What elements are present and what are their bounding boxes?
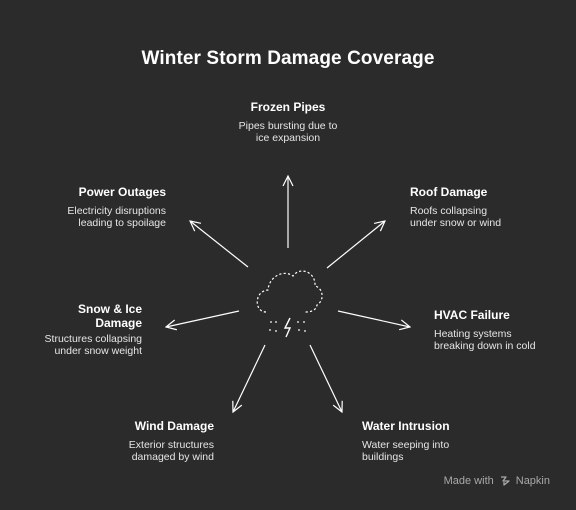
node-title: HVAC Failure bbox=[434, 308, 510, 322]
footer-attribution[interactable]: Made with Napkin bbox=[444, 475, 550, 487]
node-water-intrusion: Water Intrusion Water seeping into build… bbox=[362, 419, 472, 463]
node-title: Wind Damage bbox=[134, 419, 214, 433]
node-description: Electricity disruptions leading to spoil… bbox=[67, 205, 166, 229]
arrow-wind-damage bbox=[233, 344, 266, 412]
napkin-logo-icon bbox=[500, 476, 510, 486]
node-description: Pipes bursting due to ice expansion bbox=[238, 120, 338, 144]
node-description: Exterior structures damaged by wind bbox=[128, 439, 214, 463]
node-description: Roofs collapsing under snow or wind bbox=[410, 205, 502, 229]
node-snow-ice-damage: Snow & Ice Damage Structures collapsing … bbox=[24, 302, 142, 357]
arrow-water-intrusion bbox=[309, 344, 342, 412]
arrow-hvac-failure bbox=[337, 310, 410, 327]
node-title: Power Outages bbox=[78, 185, 166, 199]
arrow-roof-damage bbox=[326, 221, 385, 269]
node-frozen-pipes: Frozen Pipes Pipes bursting due to ice e… bbox=[218, 100, 358, 144]
arrow-power-outages bbox=[190, 221, 249, 268]
arrow-snow-ice-damage bbox=[166, 310, 240, 327]
node-hvac-failure: HVAC Failure Heating systems breaking do… bbox=[434, 308, 554, 352]
diagram-title: Winter Storm Damage Coverage bbox=[141, 48, 435, 69]
brand-label: Napkin bbox=[515, 475, 550, 487]
node-power-outages: Power Outages Electricity disruptions le… bbox=[44, 185, 166, 229]
node-roof-damage: Roof Damage Roofs collapsing under snow … bbox=[410, 185, 520, 229]
node-description: Structures collapsing under snow weight bbox=[44, 333, 142, 357]
storm-cloud-icon bbox=[256, 270, 323, 338]
node-title: Roof Damage bbox=[410, 185, 488, 199]
made-with-label: Made with bbox=[443, 475, 494, 487]
node-description: Water seeping into buildings bbox=[362, 439, 450, 463]
node-wind-damage: Wind Damage Exterior structures damaged … bbox=[104, 419, 214, 463]
node-description: Heating systems breaking down in cold bbox=[434, 328, 536, 352]
node-title: Water Intrusion bbox=[362, 419, 450, 433]
node-title: Snow & Ice Damage bbox=[77, 302, 142, 330]
node-title: Frozen Pipes bbox=[250, 100, 326, 114]
